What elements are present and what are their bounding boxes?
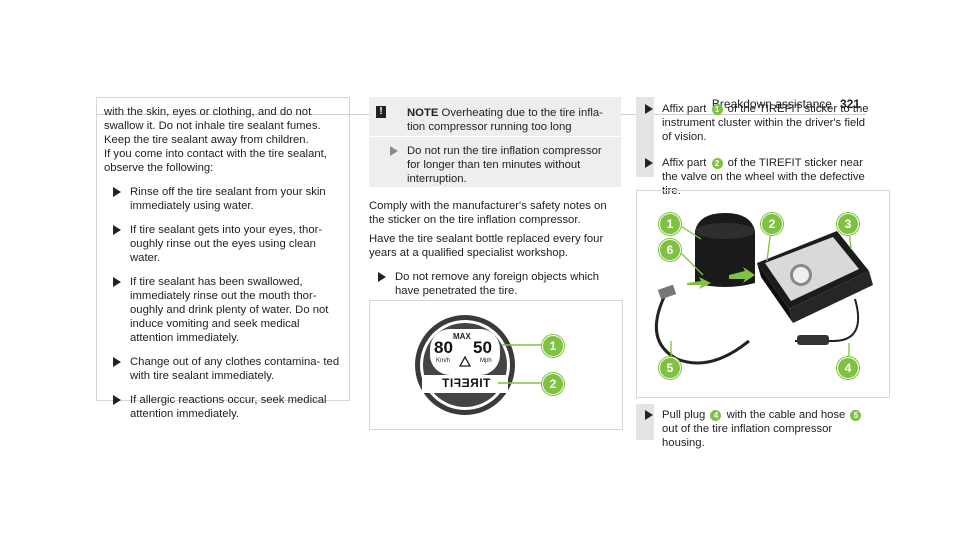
left-step-5: If allergic reactions occur, seek medica… [104, 393, 344, 421]
page-header: Breakdown assistance 321 [712, 97, 860, 111]
middle-text: Comply with the manufacturer's safety no… [369, 199, 621, 298]
figure-callout-4: 4 [837, 357, 859, 379]
note-step: Do not run the tire inflation compressor… [381, 144, 607, 186]
part-badge-5: 5 [850, 410, 862, 421]
middle-paragraph-1: Comply with the manufacturer's safety no… [369, 200, 607, 226]
warning-icon: ! [376, 106, 386, 118]
sticker-brand-mirrored: TIREFIT [441, 376, 491, 390]
step-arrow-icon [113, 277, 121, 287]
step-arrow-icon [113, 225, 121, 235]
middle-step: Do not remove any foreign objects which … [369, 270, 621, 298]
step-arrow-icon [645, 410, 653, 420]
tirefit-sticker-illustration [415, 315, 542, 415]
page-number: 321 [839, 97, 860, 111]
left-step-3-text: If tire sealant has been swallowed, imme… [130, 276, 329, 344]
right-step-1-text-a: Affix part [662, 103, 707, 115]
figure-callout-3: 3 [837, 213, 859, 235]
right-step-3-text-b: with the cable and hose [726, 409, 846, 421]
note-heading: NOTE Overheating due to the tire infla- … [407, 106, 612, 134]
step-arrow-icon [645, 104, 653, 114]
right-step-3-text-a: Pull plug [662, 409, 706, 421]
sticker-speed-mph: 50 [473, 338, 492, 357]
right-step-2-text: Affix part 2 of the TIREFIT sticker near… [662, 156, 876, 198]
sticker-unit-kmh: Km/h [436, 358, 451, 364]
section-title: Breakdown assistance [711, 97, 832, 111]
figure-callout-1: 1 [659, 213, 681, 235]
right-steps-top: Affix part 1 of the TIREFIT sticker to t… [636, 102, 876, 198]
right-step-2-text-b: of the TIREFIT sticker near the valve on… [662, 157, 865, 197]
step-arrow-icon [390, 146, 398, 156]
note-title: Overheating due to the tire infla- tion … [407, 107, 603, 133]
note-label: NOTE [407, 107, 439, 119]
right-step-3-text-c: out of the tire inflation compressor hou… [662, 423, 833, 449]
left-column: with the skin, eyes or clothing, and do … [104, 105, 344, 421]
sticker-callout-1: 1 [542, 335, 564, 357]
right-steps-bottom: Pull plug 4 with the cable and hose 5 ou… [636, 408, 876, 450]
right-step-2-text-a: Affix part [662, 157, 707, 169]
note-step-text: Do not run the tire inflation compressor… [407, 145, 602, 185]
left-step-1: Rinse off the tire sealant from your ski… [104, 185, 344, 213]
note-box: ! NOTE Overheating due to the tire infla… [369, 97, 621, 187]
right-step-bar-1 [636, 97, 654, 177]
middle-step-text: Do not remove any foreign objects which … [395, 271, 600, 297]
step-arrow-icon [645, 158, 653, 168]
step-arrow-icon [113, 187, 121, 197]
figure-callout-6: 6 [659, 239, 681, 261]
left-step-5-text: If allergic reactions occur, seek medica… [130, 394, 327, 420]
figure-callout-5: 5 [659, 357, 681, 379]
left-step-1-text: Rinse off the tire sealant from your ski… [130, 186, 326, 212]
part-badge-1: 1 [711, 104, 723, 115]
part-badge-2: 2 [711, 158, 723, 169]
compressor-illustration [654, 213, 873, 365]
sticker-max-label: MAX [453, 332, 471, 341]
step-arrow-icon [113, 357, 121, 367]
sticker-speed-kmh: 80 [434, 338, 453, 357]
left-step-4: Change out of any clothes contamina- ted… [104, 355, 344, 383]
note-separator [369, 136, 621, 137]
step-arrow-icon [378, 272, 386, 282]
intro-paragraph-2: If you come into contact with the tire s… [104, 148, 327, 174]
left-step-2-text: If tire sealant gets into your eyes, tho… [130, 224, 323, 264]
compressor-figure: 1 2 3 6 5 4 [636, 190, 890, 398]
right-step-3-text: Pull plug 4 with the cable and hose 5 ou… [662, 408, 876, 450]
left-step-3: If tire sealant has been swallowed, imme… [104, 275, 344, 345]
sticker-figure: MAX 80 50 Km/h Mph TIREFIT 1 2 [369, 300, 623, 430]
figure-callout-2: 2 [761, 213, 783, 235]
left-warning-box [96, 97, 350, 401]
right-step-1: Affix part 1 of the TIREFIT sticker to t… [636, 102, 876, 144]
right-step-1-text: Affix part 1 of the TIREFIT sticker to t… [662, 102, 876, 144]
left-step-4-text: Change out of any clothes contamina- ted… [130, 356, 340, 382]
part-badge-4: 4 [710, 410, 722, 421]
middle-paragraph-2: Have the tire sealant bottle replaced ev… [369, 233, 604, 259]
left-step-2: If tire sealant gets into your eyes, tho… [104, 223, 344, 265]
right-step-2: Affix part 2 of the TIREFIT sticker near… [636, 156, 876, 198]
right-step-1-text-b: of the TIREFIT sticker to the instrument… [662, 103, 869, 143]
intro-paragraph-1: with the skin, eyes or clothing, and do … [104, 106, 321, 146]
step-arrow-icon [113, 395, 121, 405]
sticker-callout-2: 2 [542, 373, 564, 395]
right-step-3: Pull plug 4 with the cable and hose 5 ou… [636, 408, 876, 450]
sticker-unit-mph: Mph [480, 358, 492, 364]
